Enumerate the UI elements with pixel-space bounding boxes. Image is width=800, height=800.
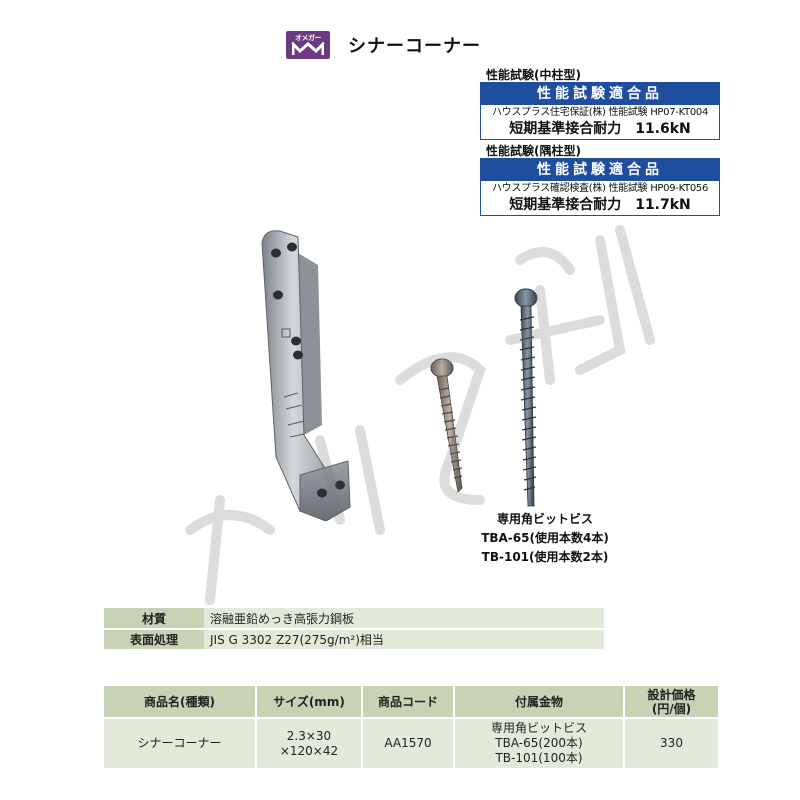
cert-label-middle: 性能試験(中柱型) — [486, 68, 581, 82]
spec-value: 溶融亜鉛めっき高張力鋼板 — [204, 608, 604, 630]
cert-org: ハウスプラス住宅保証(株) 性能試験 HP07-KT004 — [491, 107, 709, 118]
screw-caption: 専用角ビットビス TBA-65(使用本数4本) TB-101(使用本数2本) — [465, 510, 625, 567]
col-header-name: 商品名(種類) — [104, 686, 257, 718]
cell-price: 330 — [624, 717, 718, 768]
product-title: シナーコーナー — [348, 36, 481, 57]
brand-logo-text: オメガー — [295, 34, 322, 42]
cert-strength: 短期基準接合耐力 11.7kN — [509, 197, 691, 213]
cell-name: シナーコーナー — [104, 717, 257, 768]
cell-code: AA1570 — [362, 717, 455, 768]
cell-size-line2: ×120×42 — [279, 743, 339, 758]
table-header-row: 商品名(種類) サイズ(mm) 商品コード 付属金物 設計価格 (円/個) — [104, 686, 718, 718]
screw-caption-line: TBA-65(使用本数4本) — [481, 531, 609, 545]
screw-tba65 — [430, 358, 463, 493]
cert-header: 性能試験適合品 — [481, 159, 719, 181]
cert-header: 性能試験適合品 — [481, 83, 719, 105]
table-row: シナーコーナー 2.3×30 ×120×42 AA1570 専用角ビットビス T… — [104, 717, 718, 768]
cert-label-corner: 性能試験(隅柱型) — [486, 144, 581, 158]
cell-accessory: 専用角ビットビス TBA-65(200本) TB-101(100本) — [454, 717, 625, 768]
cert-strength: 短期基準接合耐力 11.6kN — [509, 121, 691, 137]
cell-size-line1: 2.3×30 — [286, 728, 332, 743]
bracket-image — [261, 230, 351, 522]
cert-org: ハウスプラス確認検査(株) 性能試験 HP09-KT056 — [491, 183, 709, 194]
table-row: 表面処理 JIS G 3302 Z27(275g/m²)相当 — [104, 629, 604, 651]
col-header-size: サイズ(mm) — [256, 686, 363, 718]
screw-caption-line: TB-101(使用本数2本) — [481, 550, 609, 564]
spec-label: 材質 — [104, 608, 204, 630]
screw-tb101 — [514, 288, 538, 507]
cell-acc-line3: TB-101(100本) — [495, 751, 583, 765]
brand-mark-icon — [292, 42, 324, 55]
col-header-price: 設計価格 (円/個) — [624, 686, 718, 718]
product-table: 商品名(種類) サイズ(mm) 商品コード 付属金物 設計価格 (円/個) シナ… — [104, 686, 718, 768]
spec-label: 表面処理 — [104, 629, 204, 651]
cell-acc-line2: TBA-65(200本) — [495, 736, 583, 750]
cell-acc-line1: 専用角ビットビス — [490, 721, 587, 735]
cell-size: 2.3×30 ×120×42 — [256, 717, 363, 768]
table-row: 材質 溶融亜鉛めっき高張力鋼板 — [104, 608, 604, 630]
brand-logo: オメガー — [286, 31, 330, 59]
col-header-price-line2: (円/個) — [651, 701, 692, 716]
cert-box-middle: 性能試験適合品 ハウスプラス住宅保証(株) 性能試験 HP07-KT004 短期… — [480, 82, 720, 140]
col-header-accessory: 付属金物 — [454, 686, 625, 718]
screw-caption-line: 専用角ビットビス — [496, 512, 593, 526]
spec-value: JIS G 3302 Z27(275g/m²)相当 — [204, 629, 604, 651]
col-header-price-line1: 設計価格 — [647, 687, 696, 702]
spec-table: 材質 溶融亜鉛めっき高張力鋼板 表面処理 JIS G 3302 Z27(275g… — [104, 608, 604, 651]
cert-box-corner: 性能試験適合品 ハウスプラス確認検査(株) 性能試験 HP09-KT056 短期… — [480, 158, 720, 216]
col-header-code: 商品コード — [362, 686, 455, 718]
screws-image — [430, 288, 538, 507]
